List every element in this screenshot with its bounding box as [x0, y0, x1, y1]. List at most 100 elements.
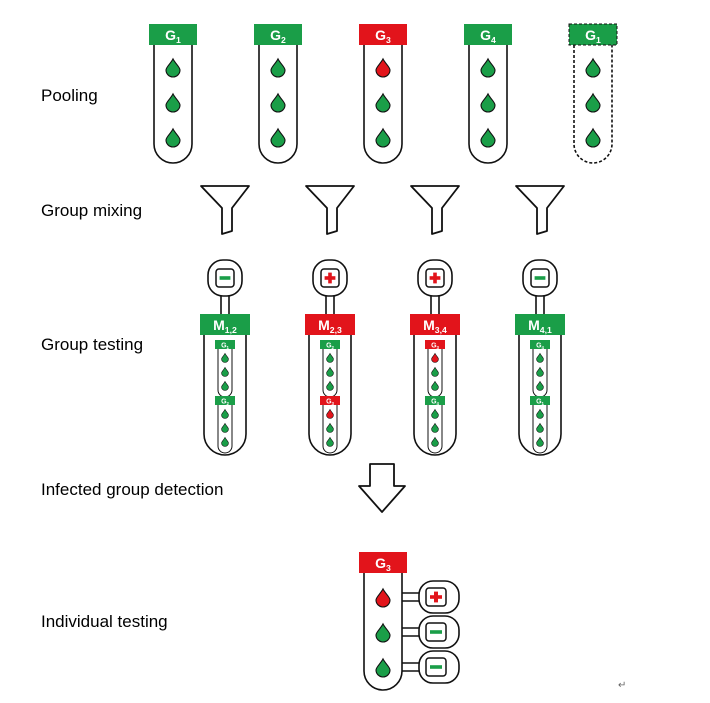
inner-group-tube: G3 [425, 340, 445, 398]
sample-drop-icon [536, 366, 544, 377]
minus-icon [425, 657, 447, 677]
sample-drop-icon [431, 352, 439, 363]
down-arrow-icon [358, 463, 406, 513]
tube-cap [254, 24, 302, 45]
inner-cap-label: G4 [536, 343, 544, 351]
tube-cap-label: G3 [375, 27, 391, 45]
sample-drop-icon [221, 408, 229, 419]
tube-cap-label: G2 [270, 27, 286, 45]
sample-drop-icon [326, 436, 334, 447]
sample-drop-icon [536, 422, 544, 433]
sample-drop-icon [431, 408, 439, 419]
inner-cap-label: G4 [431, 399, 439, 407]
sample-drop-icon [480, 57, 496, 78]
sample-drop-icon [326, 408, 334, 419]
sample-drop-icon [375, 92, 391, 113]
sample-drop-icon [375, 587, 391, 608]
inner-cap-label: G1 [536, 399, 544, 407]
stage-label-infected-detection: Infected group detection [41, 480, 224, 499]
inner-group-tube: G4 [425, 396, 445, 454]
pool-tube-4: G4 [464, 24, 512, 164]
sample-drop-icon [326, 422, 334, 433]
sample-drop-icon [375, 622, 391, 643]
inner-cap-label: G3 [326, 399, 334, 407]
sample-drop-icon [375, 657, 391, 678]
minus-icon [530, 268, 550, 288]
tube-cap [359, 24, 407, 45]
sample-drop-icon [480, 127, 496, 148]
tube-cap-label: G3 [375, 555, 391, 573]
tube-cap-label: M2,3 [318, 317, 342, 335]
sample-drop-icon [480, 92, 496, 113]
plus-icon [425, 268, 445, 288]
pool-tube-5: G1 [568, 23, 618, 164]
plus-icon [320, 268, 340, 288]
stage-label-individual-testing: Individual testing [41, 612, 168, 631]
tube-cap [305, 314, 355, 335]
sample-drop-icon [536, 408, 544, 419]
sample-drop-icon [270, 127, 286, 148]
pool-tube-2: G2 [254, 24, 302, 164]
tube-cap [200, 314, 250, 335]
inner-group-tube: G1 [530, 396, 550, 454]
sample-drop-icon [585, 57, 601, 78]
pool-tube-1: G1 [149, 24, 197, 164]
funnel-icon [305, 185, 355, 235]
sample-drop-icon [431, 422, 439, 433]
sample-drop-icon [270, 57, 286, 78]
sample-drop-icon [326, 380, 334, 391]
sample-drop-icon [165, 127, 181, 148]
inner-cap-label: G1 [221, 343, 229, 351]
minus-icon [215, 268, 235, 288]
sample-drop-icon [221, 422, 229, 433]
tube-cap-label: G1 [585, 27, 601, 45]
tube-cap [568, 23, 618, 46]
sample-drop-icon [221, 352, 229, 363]
individual-tube: G3 [359, 552, 460, 691]
tube-cap [359, 552, 407, 573]
tube-cap [410, 314, 460, 335]
tube-cap-label: M3,4 [423, 317, 447, 335]
inner-group-tube: G2 [215, 396, 235, 454]
sample-drop-icon [270, 92, 286, 113]
plus-icon [425, 587, 447, 607]
inner-group-tube: G3 [320, 396, 340, 454]
sample-drop-icon [585, 127, 601, 148]
sample-drop-icon [375, 127, 391, 148]
sample-drop-icon [375, 57, 391, 78]
tube-cap [149, 24, 197, 45]
sample-drop-icon [431, 436, 439, 447]
sample-drop-icon [431, 366, 439, 377]
sample-drop-icon [165, 57, 181, 78]
sample-drop-icon [165, 92, 181, 113]
inner-group-tube: G2 [320, 340, 340, 398]
sample-drop-icon [536, 436, 544, 447]
sample-drop-icon [221, 380, 229, 391]
stage-label-group-testing: Group testing [41, 335, 144, 354]
funnel-icon [410, 185, 460, 235]
tube-cap-label: G1 [165, 27, 181, 45]
sample-drop-icon [326, 366, 334, 377]
inner-cap-label: G3 [431, 343, 439, 351]
sample-drop-icon [536, 352, 544, 363]
sample-drop-icon [536, 380, 544, 391]
stage-label-pooling: Pooling [41, 86, 98, 105]
pool-tube-3: G3 [359, 24, 407, 164]
sample-drop-icon [221, 366, 229, 377]
inner-cap-label: G2 [221, 399, 229, 407]
funnel-icon [515, 185, 565, 235]
inner-group-tube: G4 [530, 340, 550, 398]
tube-cap-label: M4,1 [528, 317, 552, 335]
minus-icon [425, 622, 447, 642]
sample-drop-icon [221, 436, 229, 447]
sample-drop-icon [585, 92, 601, 113]
return-mark: ↵ [618, 680, 627, 691]
stage-label-group-mixing: Group mixing [41, 201, 143, 220]
inner-group-tube: G1 [215, 340, 235, 398]
tube-cap-label: M1,2 [213, 317, 237, 335]
